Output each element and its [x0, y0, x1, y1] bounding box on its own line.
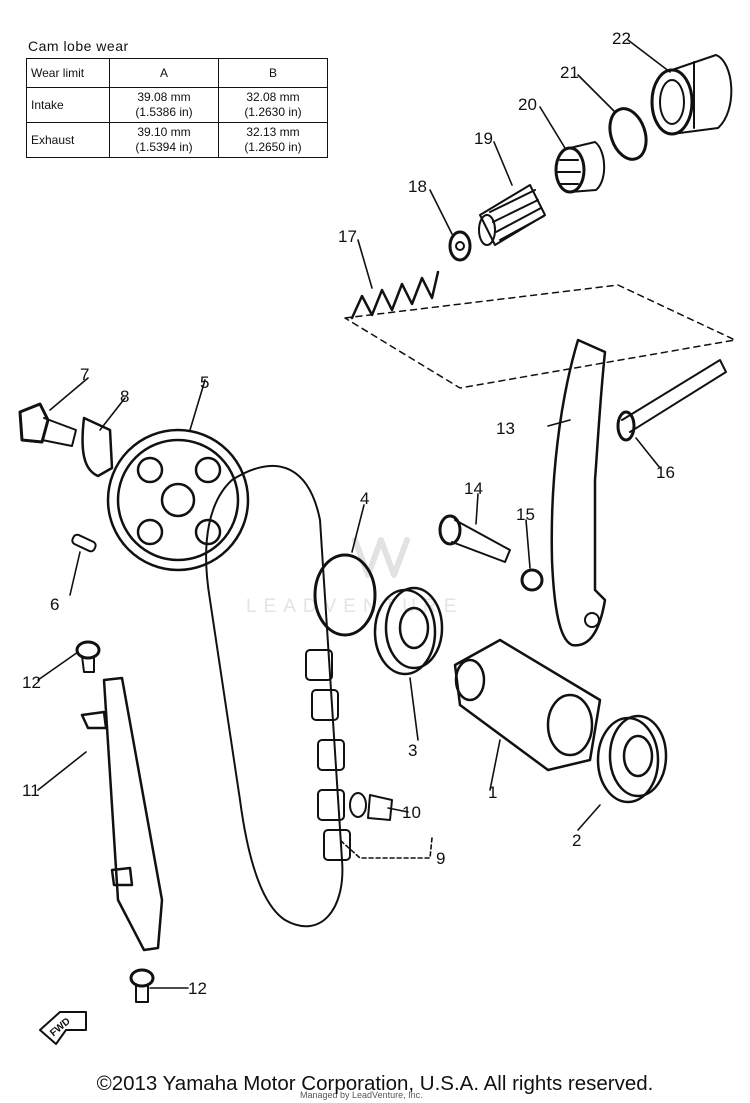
table-header-row: Wear limit A B — [26, 58, 328, 88]
table-row-exhaust: Exhaust 39.10 mm(1.5394 in) 32.13 mm(1.2… — [26, 122, 328, 158]
label-part-1: 1 — [488, 783, 497, 802]
part-12-bolt-top — [75, 640, 101, 673]
copyright-footer: ©2013 Yamaha Motor Corporation, U.S.A. A… — [96, 1072, 654, 1095]
exhaust-b-in: (1.2650 in) — [244, 140, 302, 154]
label-part-20: 20 — [518, 95, 537, 114]
label-part-8: 8 — [120, 387, 129, 406]
cam-chain — [205, 464, 344, 928]
part-1-camshaft — [453, 638, 602, 772]
label-part-9: 9 — [436, 849, 445, 868]
label-part-12-top: 12 — [22, 673, 41, 692]
intake-b: 32.08 mm(1.2630 in) — [218, 87, 328, 123]
part-7-bolt — [18, 402, 77, 447]
label-part-6: 6 — [50, 595, 59, 614]
intake-a-in: (1.5386 in) — [135, 105, 193, 119]
watermark-sub: Managed by LeadVenture, Inc. — [300, 1090, 423, 1100]
label-part-12-bottom: 12 — [188, 979, 207, 998]
dashed-group-outline — [344, 284, 736, 389]
table-row-intake: Intake 39.08 mm(1.5386 in) 32.08 mm(1.26… — [26, 87, 328, 123]
fwd-arrow-icon — [39, 1011, 87, 1045]
part-10-master-link — [349, 792, 393, 821]
label-part-10: 10 — [402, 803, 421, 822]
part-4-circlip — [313, 553, 377, 637]
header-wear-limit: Wear limit — [26, 58, 110, 88]
part-20-nut — [554, 141, 606, 194]
part-13-chain-guide — [550, 338, 607, 647]
cam-lobe-wear-table: Wear limit A B Intake 39.08 mm(1.5386 in… — [26, 58, 328, 158]
exhaust-a-mm: 39.10 mm — [137, 125, 191, 139]
part-2-bearing — [596, 714, 668, 804]
watermark-logo — [352, 537, 410, 578]
cam-lobe-wear-caption: Cam lobe wear — [28, 38, 129, 54]
part-21-o-ring — [608, 107, 648, 161]
watermark-text: LEADVENTURE — [246, 596, 464, 617]
part-12-bolt-bottom — [129, 968, 155, 1003]
part-18-washer — [448, 230, 472, 262]
intake-b-in: (1.2630 in) — [244, 105, 302, 119]
exhaust-b: 32.13 mm(1.2650 in) — [218, 122, 328, 158]
part-19-tensioner-adjuster — [478, 184, 546, 246]
part-9-chain-links — [305, 649, 351, 861]
part-15-circlip — [520, 568, 544, 592]
label-part-22: 22 — [612, 29, 631, 48]
label-part-16: 16 — [656, 463, 675, 482]
part-17-spring — [350, 270, 440, 320]
label-part-3: 3 — [408, 741, 417, 760]
exhaust-b-mm: 32.13 mm — [246, 125, 300, 139]
part-14-bolt — [438, 514, 511, 563]
label-part-18: 18 — [408, 177, 427, 196]
label-part-13: 13 — [496, 419, 515, 438]
exhaust-a-in: (1.5394 in) — [135, 140, 193, 154]
label-part-21: 21 — [560, 63, 579, 82]
intake-a-mm: 39.08 mm — [137, 90, 191, 104]
part-6-dowel-pin — [71, 533, 97, 553]
part-number-labels: 1 2 3 4 5 6 7 8 9 10 11 12 12 13 14 15 1… — [22, 29, 675, 1039]
guide-13-hole — [584, 612, 600, 628]
label-part-14: 14 — [464, 479, 483, 498]
part-11-chain-guide — [80, 676, 164, 952]
intake-b-mm: 32.08 mm — [246, 90, 300, 104]
part-16-pivot-bolt — [616, 359, 727, 442]
label-part-7: 7 — [80, 365, 89, 384]
intake-a: 39.08 mm(1.5386 in) — [109, 87, 219, 123]
label-part-2: 2 — [572, 831, 581, 850]
part-8-lock-washer — [81, 416, 114, 478]
label-part-4: 4 — [360, 489, 369, 508]
leader-lines — [37, 39, 671, 989]
part-22-cap — [650, 54, 733, 136]
part-5-cam-sprocket — [106, 428, 250, 572]
part-3-bearing — [373, 586, 444, 676]
label-part-5: 5 — [200, 373, 209, 392]
label-part-17: 17 — [338, 227, 357, 246]
label-part-11: 11 — [22, 781, 40, 800]
label-part-15: 15 — [516, 505, 535, 524]
label-part-19: 19 — [474, 129, 493, 148]
